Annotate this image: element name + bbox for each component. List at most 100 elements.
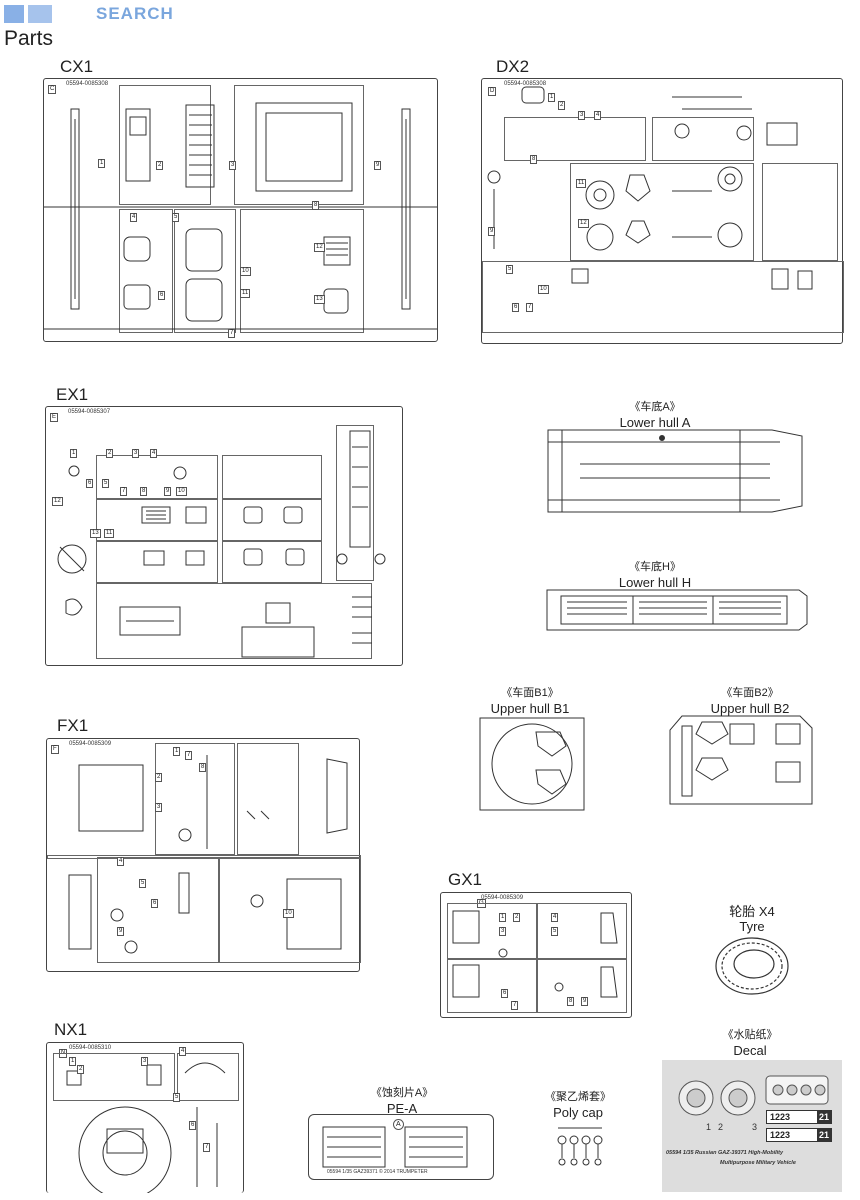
lower-hull-a-en: Lower hull A — [619, 415, 691, 430]
nx1-num-6: 6 — [189, 1121, 197, 1130]
decal-line-2: Multipurpose Military Vehicle — [720, 1160, 796, 1166]
decal-cn: 《水贴纸》 — [722, 1029, 778, 1041]
ex1-num-10: 10 — [176, 487, 187, 496]
dx2-frame-5 — [482, 261, 844, 333]
gx1-num-9: 9 — [581, 997, 589, 1006]
decal-line-1: 05594 1/35 Russian GAZ-39371 High-Mobili… — [666, 1150, 784, 1156]
decal-num-2: 2 — [718, 1122, 724, 1132]
sprue-dx2-label: DX2 — [496, 57, 530, 76]
sprue-ex1-letter: E — [50, 413, 59, 422]
sprue-dx2-letter: D — [488, 87, 497, 96]
lower-hull-a-caption: 《车底A》 Lower hull A — [580, 400, 730, 430]
sprue-cx1-code: 05594-0085308 — [66, 81, 109, 87]
dx2-frame-4 — [762, 163, 838, 261]
ex1-frame-4 — [222, 499, 322, 541]
nx1-num-1: 1 — [69, 1057, 77, 1066]
tyre-cn: 轮胎 X4 — [729, 904, 775, 919]
lower-hull-h-caption: 《车底H》 Lower hull H — [580, 560, 730, 590]
fx1-num-10: 10 — [283, 909, 294, 918]
sprue-fx1: 05594-0085309 F 1 2 3 4 5 6 7 8 9 10 — [46, 738, 361, 972]
cx1-num-10: 10 — [240, 267, 251, 276]
cx1-num-4: 4 — [130, 213, 138, 222]
decal-plate-1-text: 1223 — [770, 1112, 791, 1122]
decal-sheet: 1 2 3 1223 21 1223 21 05594 1/35 Russian… — [662, 1060, 842, 1192]
gx1-frame-4 — [537, 959, 627, 1013]
tyre-en: Tyre — [739, 919, 765, 934]
fx1-frame-5 — [219, 857, 361, 963]
upper-hull-b2-caption: 《车面B2》 Upper hull B2 — [690, 686, 810, 716]
nx1-num-7: 7 — [203, 1143, 211, 1152]
decal-num-1: 1 — [706, 1122, 712, 1132]
nx1-num-4: 4 — [179, 1047, 187, 1056]
sprue-fx1-letter: F — [51, 745, 59, 754]
sprue-ex1-label: EX1 — [56, 385, 89, 404]
dx2-frame-1 — [504, 117, 646, 161]
lower-hull-a-drawing — [547, 429, 803, 513]
sprue-nx1-label: NX1 — [54, 1020, 88, 1039]
sprue-dx2: 05594-0085308 D 1 2 3 4 5 6 7 8 9 10 11 … — [481, 78, 844, 344]
upper-hull-b1-drawing — [479, 717, 585, 811]
fx1-num-1: 1 — [173, 747, 181, 756]
dx2-parts-drawing — [487, 86, 813, 290]
poly-cap-caption: 《聚乙烯套》 Poly cap — [536, 1090, 620, 1120]
pe-a-fret: A 05594 1/35 GAZ39371 © 2014 TRUMPETER — [308, 1114, 494, 1180]
ex1-num-11: 11 — [104, 529, 115, 538]
cx1-num-13: 13 — [314, 295, 325, 304]
cx1-num-9: 9 — [374, 161, 382, 170]
decal-plate-1-suffix: 21 — [816, 1111, 831, 1123]
decal-en: Decal — [733, 1043, 767, 1058]
fx1-num-7: 7 — [185, 751, 193, 760]
sprue-gx1: 05594-0085309 G 1 2 3 4 5 6 7 8 9 — [440, 892, 632, 1018]
ex1-frame-8 — [336, 425, 374, 581]
ex1-num-5: 5 — [102, 479, 110, 488]
sprue-ex1-code: 05594-0085307 — [68, 409, 111, 415]
gx1-num-2: 2 — [513, 913, 521, 922]
tyre-caption: 轮胎 X4 Tyre — [712, 904, 792, 934]
decal-plate-1: 1223 21 — [766, 1110, 832, 1124]
cx1-num-2: 2 — [156, 161, 164, 170]
sprue-cx1: 05594-0085308 C 1 2 3 4 5 6 7 8 9 10 11 … — [43, 78, 438, 342]
dx2-num-4: 4 — [594, 111, 602, 120]
gx1-num-7: 7 — [511, 1001, 519, 1010]
upper-hull-b2-cn: 《车面B2》 — [721, 687, 779, 699]
ex1-num-8: 8 — [140, 487, 148, 496]
sprue-ex1: 05594-0085307 E 1 2 3 4 5 6 7 8 9 10 11 … — [45, 406, 403, 666]
fx1-num-4: 4 — [117, 857, 125, 866]
decal-plate-2-text: 1223 — [770, 1130, 791, 1140]
fx1-num-3: 3 — [155, 803, 163, 812]
sprue-cx1-letter: C — [48, 85, 57, 94]
decal-plate-2-suffix: 21 — [816, 1129, 831, 1141]
cx1-parts-drawing — [44, 102, 437, 330]
dx2-num-6: 6 — [512, 303, 520, 312]
cx1-num-12: 12 — [314, 243, 325, 252]
dx2-num-7: 7 — [526, 303, 534, 312]
cx1-num-5: 5 — [172, 213, 180, 222]
sprue-nx1-code: 05594-0085310 — [69, 1045, 112, 1051]
dx2-num-9: 9 — [488, 227, 496, 236]
fx1-frame-4 — [97, 857, 219, 963]
fx1-parts-drawing — [68, 755, 348, 954]
dx2-num-11: 11 — [576, 179, 587, 188]
ex1-frame-6 — [222, 541, 322, 583]
gx1-frame-2 — [537, 903, 627, 959]
ex1-num-3: 3 — [132, 449, 140, 458]
sprue-dx2-code: 05594-0085308 — [504, 81, 547, 87]
ex1-parts-drawing — [57, 430, 386, 658]
sprue-fx1-label: FX1 — [57, 716, 89, 735]
sprue-gx1-label: GX1 — [448, 870, 483, 889]
poly-cap-en: Poly cap — [553, 1105, 603, 1120]
cx1-num-6: 6 — [158, 291, 166, 300]
watermark-logo-icon — [2, 2, 60, 26]
ex1-num-9: 9 — [164, 487, 172, 496]
decal-emblems-drawing — [678, 1075, 829, 1116]
fx1-num-2: 2 — [155, 773, 163, 782]
cx1-num-1: 1 — [98, 159, 106, 168]
nx1-parts-drawing — [66, 1062, 226, 1193]
pe-a-letter: A — [393, 1119, 404, 1130]
dx2-frame-2 — [652, 117, 754, 161]
ex1-frame-3 — [96, 499, 218, 541]
cx1-num-8: 8 — [312, 201, 320, 210]
ex1-num-4: 4 — [150, 449, 158, 458]
sprue-fx1-code: 05594-0085309 — [69, 741, 112, 747]
lower-hull-h-drawing — [546, 589, 808, 631]
